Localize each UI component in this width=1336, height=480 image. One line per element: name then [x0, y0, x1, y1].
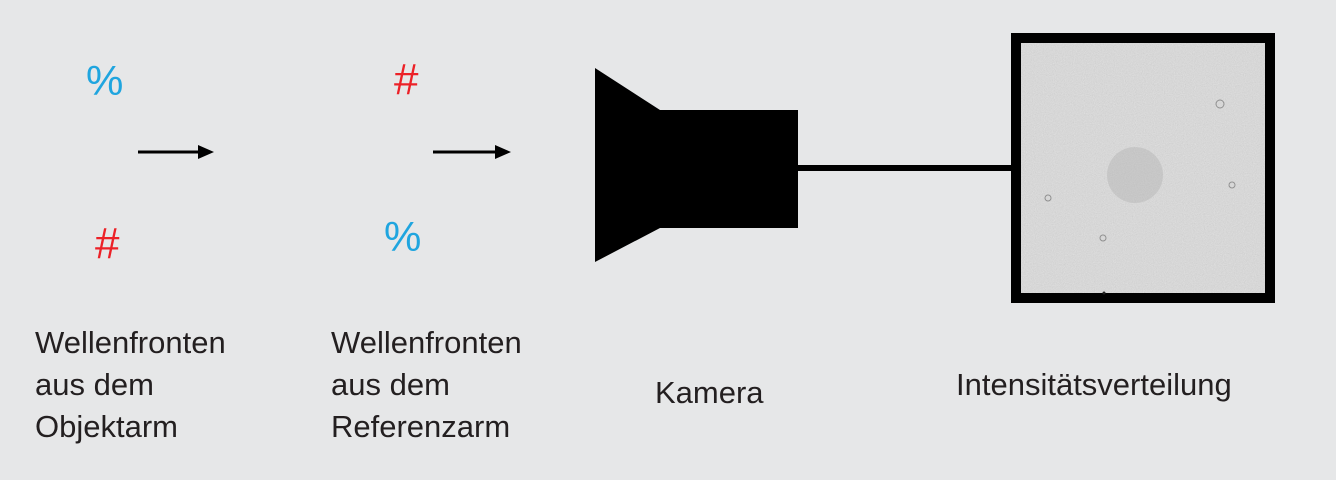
object-arm-bottom-symbol: # — [95, 219, 120, 268]
object-arm-caption-line-3: Objektarm — [35, 409, 178, 444]
object-arm-caption-line-1: Wellenfronten — [35, 325, 226, 360]
intensity-caption: Intensitätsverteilung — [956, 367, 1232, 402]
camera-icon — [595, 68, 798, 262]
reference-arm-top-symbol: # — [394, 55, 419, 104]
reference-arm-arrow — [433, 145, 511, 159]
object-arm-caption-line-2: aus dem — [35, 367, 154, 402]
reference-arm-caption-line-2: aus dem — [331, 367, 450, 402]
object-arm-top-symbol: % — [86, 57, 124, 104]
intensity-image — [1011, 33, 1275, 303]
object-arm-caption: Wellenfronten aus dem Objektarm — [35, 322, 226, 448]
reference-arm-caption-line-3: Referenzarm — [331, 409, 511, 444]
camera-caption: Kamera — [655, 375, 764, 410]
reference-arm-caption: Wellenfronten aus dem Referenzarm — [331, 322, 522, 448]
reference-arm-bottom-symbol: % — [384, 213, 422, 260]
object-arm-arrow — [138, 145, 214, 159]
reference-arm-caption-line-1: Wellenfronten — [331, 325, 522, 360]
